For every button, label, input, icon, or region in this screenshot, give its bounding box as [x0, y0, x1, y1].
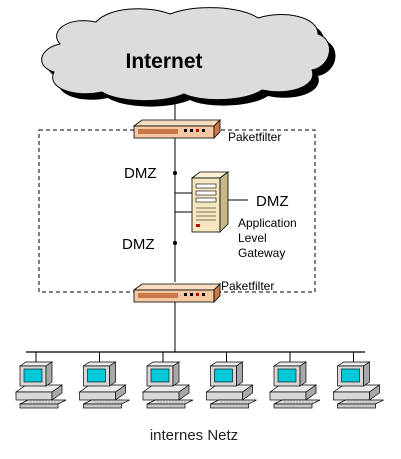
server-icon: [190, 171, 230, 233]
dmz-lower-dot: [173, 241, 177, 245]
computer-icon: [14, 352, 67, 409]
paketfilter-top-label: Paketfilter: [228, 130, 281, 144]
router-icon: [132, 283, 221, 303]
cloud-body: [41, 7, 330, 101]
computer-icon: [78, 352, 130, 409]
cloud-icon: [41, 7, 336, 107]
dmz-upper-dot: [173, 171, 177, 175]
router-icon: [132, 119, 221, 139]
paketfilter-bottom-label: Paketfilter: [221, 279, 274, 293]
dmz-boundary: [38, 129, 316, 293]
computer-icon: [332, 352, 384, 409]
gateway-label-line3: Gateway: [238, 246, 285, 260]
dmz-gateway-label: DMZ: [256, 193, 289, 210]
computer-icon: [205, 352, 257, 409]
dmz-upper-label: DMZ: [124, 165, 157, 182]
dmz-lower-label: DMZ: [122, 236, 155, 253]
computer-icon: [268, 352, 321, 409]
gateway-label-line1: Application: [238, 216, 297, 230]
workstations-group: [14, 352, 384, 409]
internet-label: Internet: [125, 50, 202, 73]
internal-network-label: internes Netz: [150, 427, 238, 444]
computer-icon: [141, 352, 194, 409]
gateway-label-line2: Level: [238, 231, 267, 245]
